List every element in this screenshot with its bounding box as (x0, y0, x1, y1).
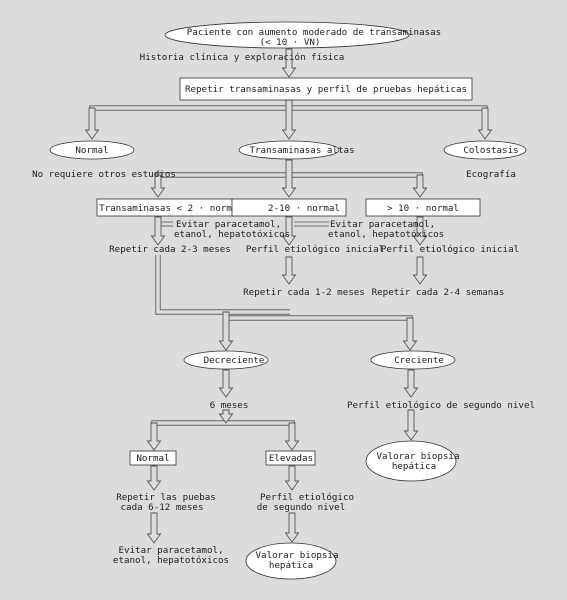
elevadas-label: Elevadas (269, 453, 313, 464)
arrow-15 (218, 369, 234, 398)
colostasis-label: Colostasis (463, 145, 518, 156)
historia-label: Historia clínica y exploración física (140, 52, 345, 63)
arrow-23 (146, 512, 162, 544)
arrow-24 (284, 512, 300, 543)
repetir-pruebas-line-1: Repetir las puebas (116, 492, 216, 503)
arrow-9 (281, 216, 297, 246)
repetir-perfil-label: Repetir transaminasas y perfil de prueba… (185, 84, 467, 95)
decreciente-label: Decreciente (204, 355, 265, 366)
evitar-2-line-2: etanol, hepatotóxicos (328, 229, 444, 240)
altas-label: Transaminasas altas (249, 145, 354, 156)
arrow-7 (412, 174, 428, 198)
evitar-2-line-1: Evitar paracetamol, (330, 219, 435, 230)
biopsia-2-line-2: hepática (269, 560, 313, 571)
node-altas: Transaminasas altas (238, 140, 355, 160)
evitar-1-line-1: Evitar paracetamol, (176, 219, 281, 230)
repetir-pruebas-line-2: cada 6-12 meses (121, 502, 204, 513)
note-evitar-2: Evitar paracetamol, etanol, hepatotóxico… (294, 219, 444, 240)
evitar-3-line-1: Evitar paracetamol, (118, 545, 223, 556)
node-gt10: > 10 · normal (365, 198, 481, 217)
arrow-13 (218, 311, 234, 351)
node-biopsia-1: Valorar biopsia hepática (365, 440, 460, 482)
node-start: Paciente con aumento moderado de transam… (164, 21, 441, 49)
note-evitar-1: Evitar paracetamol, etanol, hepatotóxico… (161, 219, 290, 240)
r2-10-label: 2-10 · normal (268, 203, 340, 214)
arrow-22 (284, 465, 300, 491)
repetir-2-3-label: Repetir cada 2-3 meses (109, 244, 231, 255)
arrow-18 (403, 409, 419, 441)
no-requiere-label: No requiere otros estudios (32, 169, 176, 180)
arrow-20 (284, 422, 300, 451)
arrow-21 (146, 465, 162, 491)
arrow-11 (281, 256, 297, 285)
node-lt2: Transaminasas < 2 · normal (96, 198, 243, 217)
start-line-1: Paciente con aumento moderado de transam… (187, 27, 441, 38)
perfil-segundo-1-label: Perfil etiológico de segundo nivel (347, 400, 535, 411)
arrow-10 (412, 216, 428, 246)
arrow-17 (218, 409, 234, 424)
ecografia-label: Ecografía (466, 169, 516, 180)
perfil-inicial-2-label: Perfil etiológico inicial (381, 244, 519, 255)
creciente-label: Creciente (394, 355, 444, 366)
repetir-2-4-label: Repetir cada 2-4 semanas (372, 287, 505, 298)
node-repetir-perfil: Repetir transaminasas y perfil de prueba… (179, 77, 473, 101)
arrow-6 (281, 159, 297, 198)
repetir-1-2-label: Repetir cada 1-2 meses (243, 287, 365, 298)
node-2-10: 2-10 · normal (231, 198, 347, 217)
arrow-4 (477, 107, 493, 140)
lt2-label: Transaminasas < 2 · normal (99, 203, 243, 214)
seis-meses-label: 6 meses (210, 400, 249, 411)
evitar-3-line-2: etanol, hepatotóxicos (113, 555, 229, 566)
arrow-16 (403, 369, 419, 398)
start-line-2: (< 10 · VN) (260, 37, 321, 48)
perfil-inicial-1-label: Perfil etiológico inicial (246, 244, 384, 255)
arrow-19 (146, 422, 162, 451)
arrow-5 (150, 174, 166, 198)
arrow-12 (412, 256, 428, 285)
biopsia-2-line-1: Valorar biopsia (256, 550, 339, 561)
arrow-1 (281, 48, 297, 78)
node-normal-2: Normal (129, 450, 177, 466)
biopsia-1-line-2: hepática (392, 461, 436, 472)
gt10-label: > 10 · normal (387, 203, 459, 214)
normal-label: Normal (75, 145, 108, 156)
node-biopsia-2: Valorar biopsia hepática (245, 542, 339, 580)
arrow-3 (281, 99, 297, 140)
node-elevadas: Elevadas (265, 450, 316, 466)
arrow-14 (402, 317, 418, 351)
node-normal: Normal (49, 140, 135, 160)
node-decreciente: Decreciente (183, 350, 269, 370)
arrow-connectors (84, 48, 493, 544)
node-creciente: Creciente (370, 350, 456, 370)
perfil-segundo-2-line-2: de segundo nivel (257, 502, 346, 513)
perfil-segundo-2-line-1: Perfil etiológico (260, 492, 354, 503)
arrow-8 (150, 216, 166, 246)
normal-2-label: Normal (136, 453, 169, 464)
node-colostasis: Colostasis (443, 140, 527, 160)
evitar-1-line-2: etanol, hepatotóxicos (174, 229, 290, 240)
biopsia-1-line-1: Valorar biopsia (377, 451, 460, 462)
arrow-2 (84, 107, 100, 140)
